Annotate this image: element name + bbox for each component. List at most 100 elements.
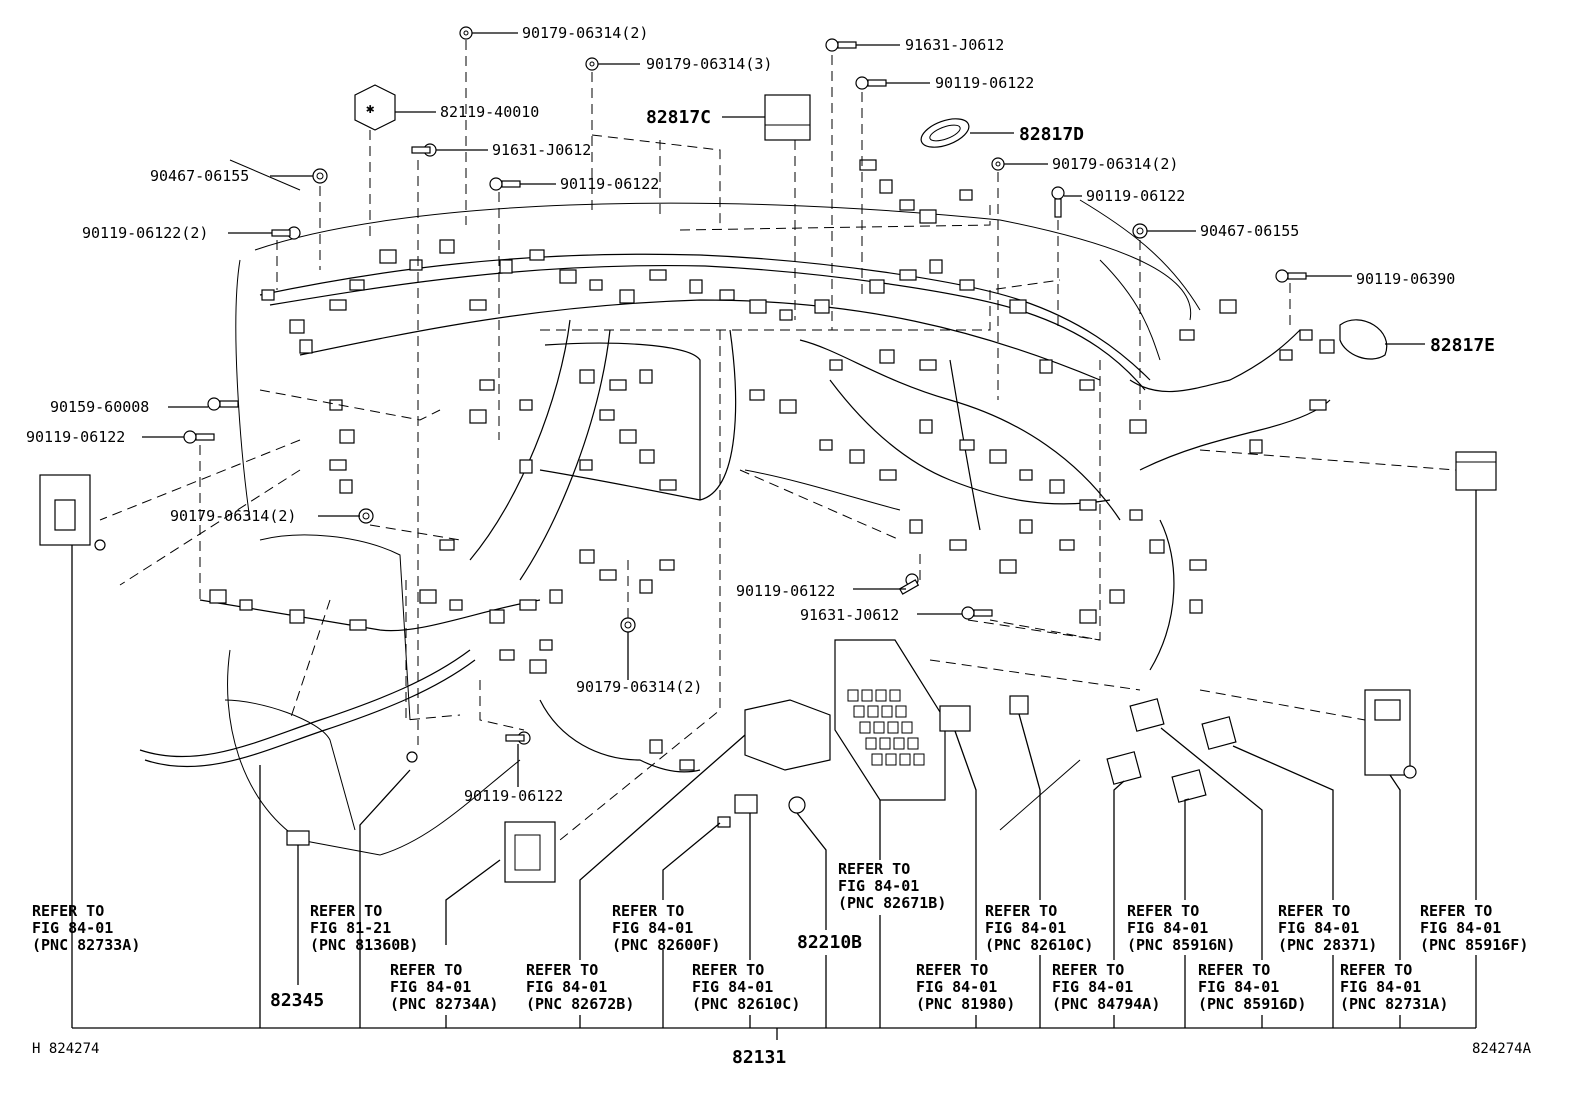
refer-note: REFER TO FIG 84-01 (PNC 28371)	[1278, 902, 1377, 954]
clip-icon	[459, 26, 473, 40]
harness-connector	[619, 289, 635, 304]
svg-text:REFER TO: REFER TO	[1420, 902, 1492, 920]
small-plug-icon	[717, 816, 731, 828]
clip-icon	[585, 57, 599, 71]
dashboard-harness-drawing	[139, 159, 1335, 856]
harness-connector	[1079, 379, 1095, 391]
harness-connector	[649, 739, 663, 754]
part-label: 90119-06122	[560, 175, 659, 193]
svg-text:FIG 84-01: FIG 84-01	[1127, 919, 1208, 937]
fuse-slot	[901, 721, 913, 734]
harness-connector	[529, 249, 545, 261]
harness-connector	[349, 279, 365, 291]
harness-connector	[599, 569, 617, 581]
harness-connector	[659, 479, 677, 491]
fuse-icon	[286, 830, 310, 846]
harness-connector	[1109, 589, 1125, 604]
harness-connector	[679, 759, 695, 771]
harness-connector	[1189, 599, 1203, 614]
fuse-slot	[913, 753, 925, 766]
harness-connector	[329, 299, 347, 311]
fuse-slot	[899, 753, 911, 766]
harness-connector	[529, 659, 547, 674]
part-label: 90179-06314(2)	[170, 507, 296, 525]
harness-connector	[814, 299, 830, 314]
svg-text:(PNC 82610C): (PNC 82610C)	[692, 995, 800, 1013]
harness-connector	[559, 269, 577, 284]
refer-note: REFER TO FIG 84-01 (PNC 85916D)	[1198, 961, 1306, 1013]
part-label: 90119-06122	[464, 787, 563, 805]
harness-connector	[919, 359, 937, 371]
svg-text:FIG 84-01: FIG 84-01	[838, 877, 919, 895]
part-label: 90467-06155	[150, 167, 249, 185]
bolt-icon	[1051, 186, 1065, 218]
fuse-slot	[873, 721, 885, 734]
harness-connector	[1299, 329, 1313, 341]
svg-text:FIG 84-01: FIG 84-01	[390, 978, 471, 996]
svg-text:REFER TO: REFER TO	[612, 902, 684, 920]
svg-text:FIG 84-01: FIG 84-01	[526, 978, 607, 996]
harness-connector	[649, 269, 667, 281]
refer-note: REFER TO FIG 84-01 (PNC 84794A)	[1052, 961, 1160, 1013]
illustration-code-left: H 824274	[32, 1041, 99, 1057]
relay-block-icon: ✱	[354, 84, 396, 131]
svg-text:REFER TO: REFER TO	[985, 902, 1057, 920]
svg-text:✱: ✱	[366, 101, 375, 117]
switch-block-icon	[504, 821, 556, 883]
harness-connector	[929, 259, 943, 274]
fuse-slot	[895, 705, 907, 718]
part-number-labels: 90179-06314(2) 91631-J0612 90179-06314(3…	[26, 24, 1495, 1068]
harness-connector	[689, 279, 703, 294]
harness-connector	[239, 599, 253, 611]
part-label: 91631-J0612	[800, 606, 899, 624]
harness-connector	[469, 409, 487, 424]
fuse-slot	[881, 705, 893, 718]
bolt-icon	[411, 143, 437, 157]
fuse-slot	[859, 721, 871, 734]
junction-block-icon	[834, 639, 946, 801]
harness-connector	[919, 209, 937, 224]
svg-text:(PNC 82600F): (PNC 82600F)	[612, 936, 720, 954]
harness-connector	[1219, 299, 1237, 314]
refer-note: REFER TO FIG 84-01 (PNC 82610C)	[985, 902, 1093, 954]
svg-text:FIG 84-01: FIG 84-01	[1340, 978, 1421, 996]
svg-text:(PNC 85916N): (PNC 85916N)	[1127, 936, 1235, 954]
harness-connector	[999, 559, 1017, 574]
svg-text:FIG 84-01: FIG 84-01	[916, 978, 997, 996]
part-label: 82210B	[797, 932, 862, 953]
svg-text:FIG 84-01: FIG 84-01	[1420, 919, 1501, 937]
refer-notes: REFER TO FIG 84-01 (PNC 82733A) REFER TO…	[32, 860, 1528, 1013]
harness-connector	[599, 409, 615, 421]
part-label: 91631-J0612	[492, 141, 591, 159]
svg-text:(PNC 28371): (PNC 28371)	[1278, 936, 1377, 954]
harness-connector	[1179, 329, 1195, 341]
bulb-icon	[406, 751, 418, 763]
svg-text:REFER TO: REFER TO	[310, 902, 382, 920]
part-icons: ✱	[39, 26, 1497, 883]
svg-text:FIG 84-01: FIG 84-01	[1198, 978, 1279, 996]
harness-connector	[879, 349, 895, 364]
fuse-slot	[865, 737, 877, 750]
grommet-icon	[920, 118, 970, 148]
harness-connector	[289, 609, 305, 624]
refer-note: REFER TO FIG 81-21 (PNC 81360B)	[310, 902, 418, 954]
bolt-icon	[207, 397, 239, 411]
dashed-leader-lines	[99, 40, 1457, 841]
harness-connector	[719, 289, 735, 301]
svg-text:(PNC 81360B): (PNC 81360B)	[310, 936, 418, 954]
harness-connector	[1019, 469, 1033, 481]
harness-connector	[499, 649, 515, 661]
harness-connector	[1129, 509, 1143, 521]
part-label: 82817C	[646, 107, 711, 128]
part-label: 90179-06314(2)	[576, 678, 702, 696]
harness-connector	[1189, 559, 1207, 571]
svg-text:(PNC 82731A): (PNC 82731A)	[1340, 995, 1448, 1013]
harness-connector	[989, 449, 1007, 464]
svg-text:REFER TO: REFER TO	[1127, 902, 1199, 920]
fuse-slot	[853, 705, 865, 718]
part-label: 90119-06122	[26, 428, 125, 446]
svg-text:(PNC 82610C): (PNC 82610C)	[985, 936, 1093, 954]
fuse-slot	[907, 737, 919, 750]
bolt-icon	[1275, 269, 1307, 283]
connector-icon	[1009, 695, 1029, 715]
